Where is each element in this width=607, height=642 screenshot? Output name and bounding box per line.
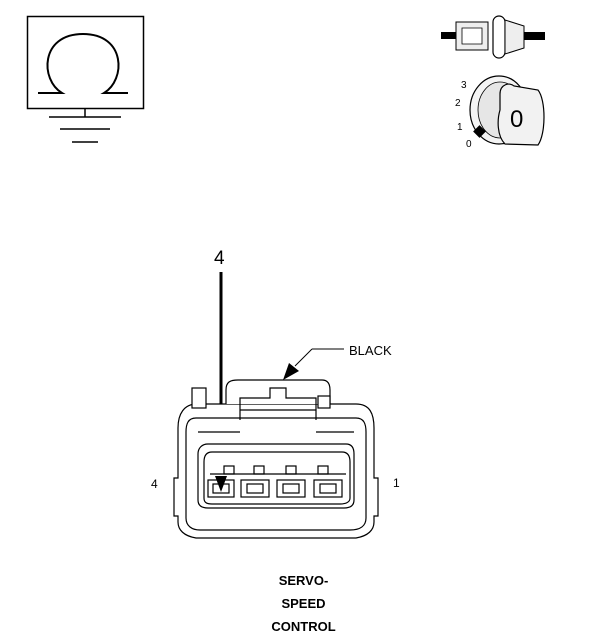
connector-lock-tab (225, 379, 331, 404)
color-callout: BLACK (283, 343, 392, 380)
servo-speed-control-connector (173, 379, 379, 539)
disconnected-connector-icon (441, 15, 545, 59)
callout-arrow-icon (283, 363, 299, 380)
terminal-pin-1 (313, 479, 343, 498)
ohmmeter-symbol (26, 15, 145, 143)
ignition-position-0: 0 (466, 139, 472, 150)
probe-pin-label: 4 (214, 248, 225, 269)
connector-color-label: BLACK (349, 343, 392, 358)
ground-icon (49, 108, 121, 143)
connector-left-pin-label: 4 (151, 477, 158, 491)
ignition-key-icon (497, 83, 545, 146)
caption-line-2: SPEED (281, 596, 326, 611)
ignition-position-1: 1 (457, 122, 463, 133)
terminal-pin-2 (276, 479, 306, 498)
probe-tip-icon (215, 476, 227, 492)
ohmmeter-frame (26, 15, 145, 110)
ignition-switch-icon: 3 2 1 0 0 (455, 75, 545, 150)
terminal-pin-3 (240, 479, 270, 498)
caption-line-3: CONTROL (271, 619, 336, 634)
ignition-current-position: 0 (510, 106, 523, 133)
connector-caption: SERVO- SPEED CONTROL (0, 569, 607, 638)
ignition-position-3: 3 (461, 80, 467, 91)
connector-right-pin-label: 1 (393, 476, 400, 490)
omega-icon (38, 32, 128, 94)
caption-line-1: SERVO- (278, 573, 329, 588)
ignition-position-2: 2 (455, 98, 461, 109)
terminal-row (207, 465, 346, 498)
